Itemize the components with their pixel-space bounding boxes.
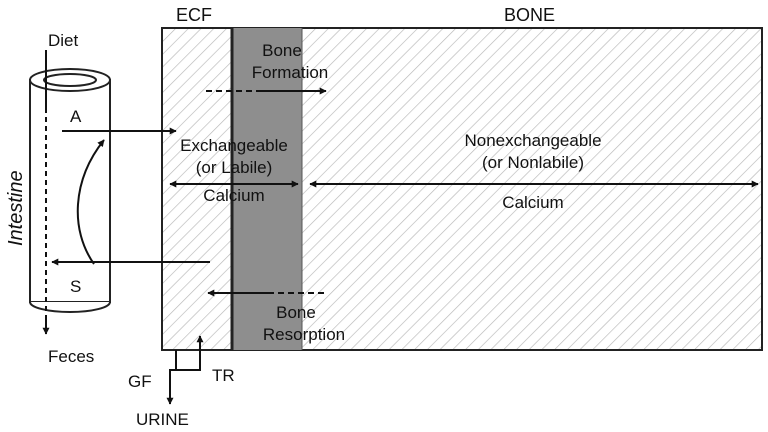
recirculation-arrow bbox=[76, 139, 105, 265]
glomerular-filtration-arrow bbox=[166, 350, 177, 405]
bone-formation-line-1: Bone bbox=[262, 41, 302, 60]
feces-label: Feces bbox=[48, 347, 94, 366]
secretion-label: S bbox=[70, 277, 81, 296]
exchangeable-line-3: Calcium bbox=[203, 186, 264, 205]
exchangeable-line-1: Exchangeable bbox=[180, 136, 288, 155]
bone-formation-line-2: Formation bbox=[252, 63, 329, 82]
tubular-reabsorption-arrow bbox=[176, 335, 204, 371]
urine-label: URINE bbox=[136, 410, 189, 429]
intestine-cylinder bbox=[29, 68, 111, 313]
bone-resorption-line-2: Resorption bbox=[263, 325, 345, 344]
bone-label: BONE bbox=[504, 5, 555, 25]
intestine-label: Intestine bbox=[5, 170, 27, 246]
bone-resorption-line-1: Bone bbox=[276, 303, 316, 322]
nonexchangeable-line-2: (or Nonlabile) bbox=[482, 153, 584, 172]
absorption-label: A bbox=[70, 107, 82, 126]
gf-label: GF bbox=[128, 372, 152, 391]
diet-label: Diet bbox=[48, 31, 79, 50]
ecf-label: ECF bbox=[176, 5, 212, 25]
tr-label: TR bbox=[212, 366, 235, 385]
nonexchangeable-line-3: Calcium bbox=[502, 193, 563, 212]
bone-surface-band bbox=[232, 28, 302, 350]
exchangeable-line-2: (or Labile) bbox=[196, 158, 273, 177]
nonexchangeable-line-1: Nonexchangeable bbox=[464, 131, 601, 150]
